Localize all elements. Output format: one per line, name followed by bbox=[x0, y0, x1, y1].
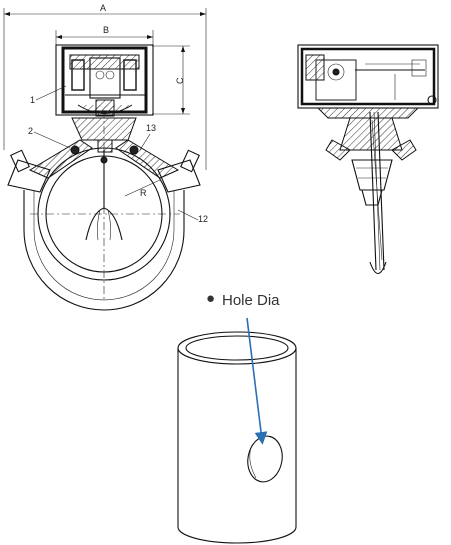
hole-bullet: ● bbox=[206, 290, 215, 307]
callout-1: 1 bbox=[30, 95, 35, 105]
switch-housing bbox=[55, 44, 154, 117]
pipe-section bbox=[23, 110, 185, 311]
part-callouts: 1 2 13 12 bbox=[28, 85, 208, 224]
dimension-b-label: B bbox=[103, 25, 109, 35]
hole-detail: ● Hole Dia bbox=[177, 290, 297, 544]
paddle-fork bbox=[85, 150, 123, 241]
front-view: A B C bbox=[3, 3, 208, 311]
drilled-hole bbox=[247, 435, 283, 483]
side-view bbox=[297, 44, 439, 275]
dimension-a: A bbox=[3, 3, 207, 170]
dimension-c-label: C bbox=[175, 77, 185, 84]
dimension-c: C bbox=[152, 45, 190, 115]
callout-2: 2 bbox=[28, 126, 33, 136]
hole-dia-caption: Hole Dia bbox=[222, 292, 280, 309]
hole-indicator-arrow bbox=[246, 317, 268, 445]
callout-13: 13 bbox=[146, 123, 156, 133]
dimension-b: B bbox=[55, 25, 154, 60]
radius-label: R bbox=[140, 188, 147, 198]
pipe-cylinder bbox=[177, 331, 297, 544]
callout-12: 12 bbox=[198, 214, 208, 224]
switch-body bbox=[7, 117, 201, 193]
dimension-a-label: A bbox=[100, 3, 106, 13]
